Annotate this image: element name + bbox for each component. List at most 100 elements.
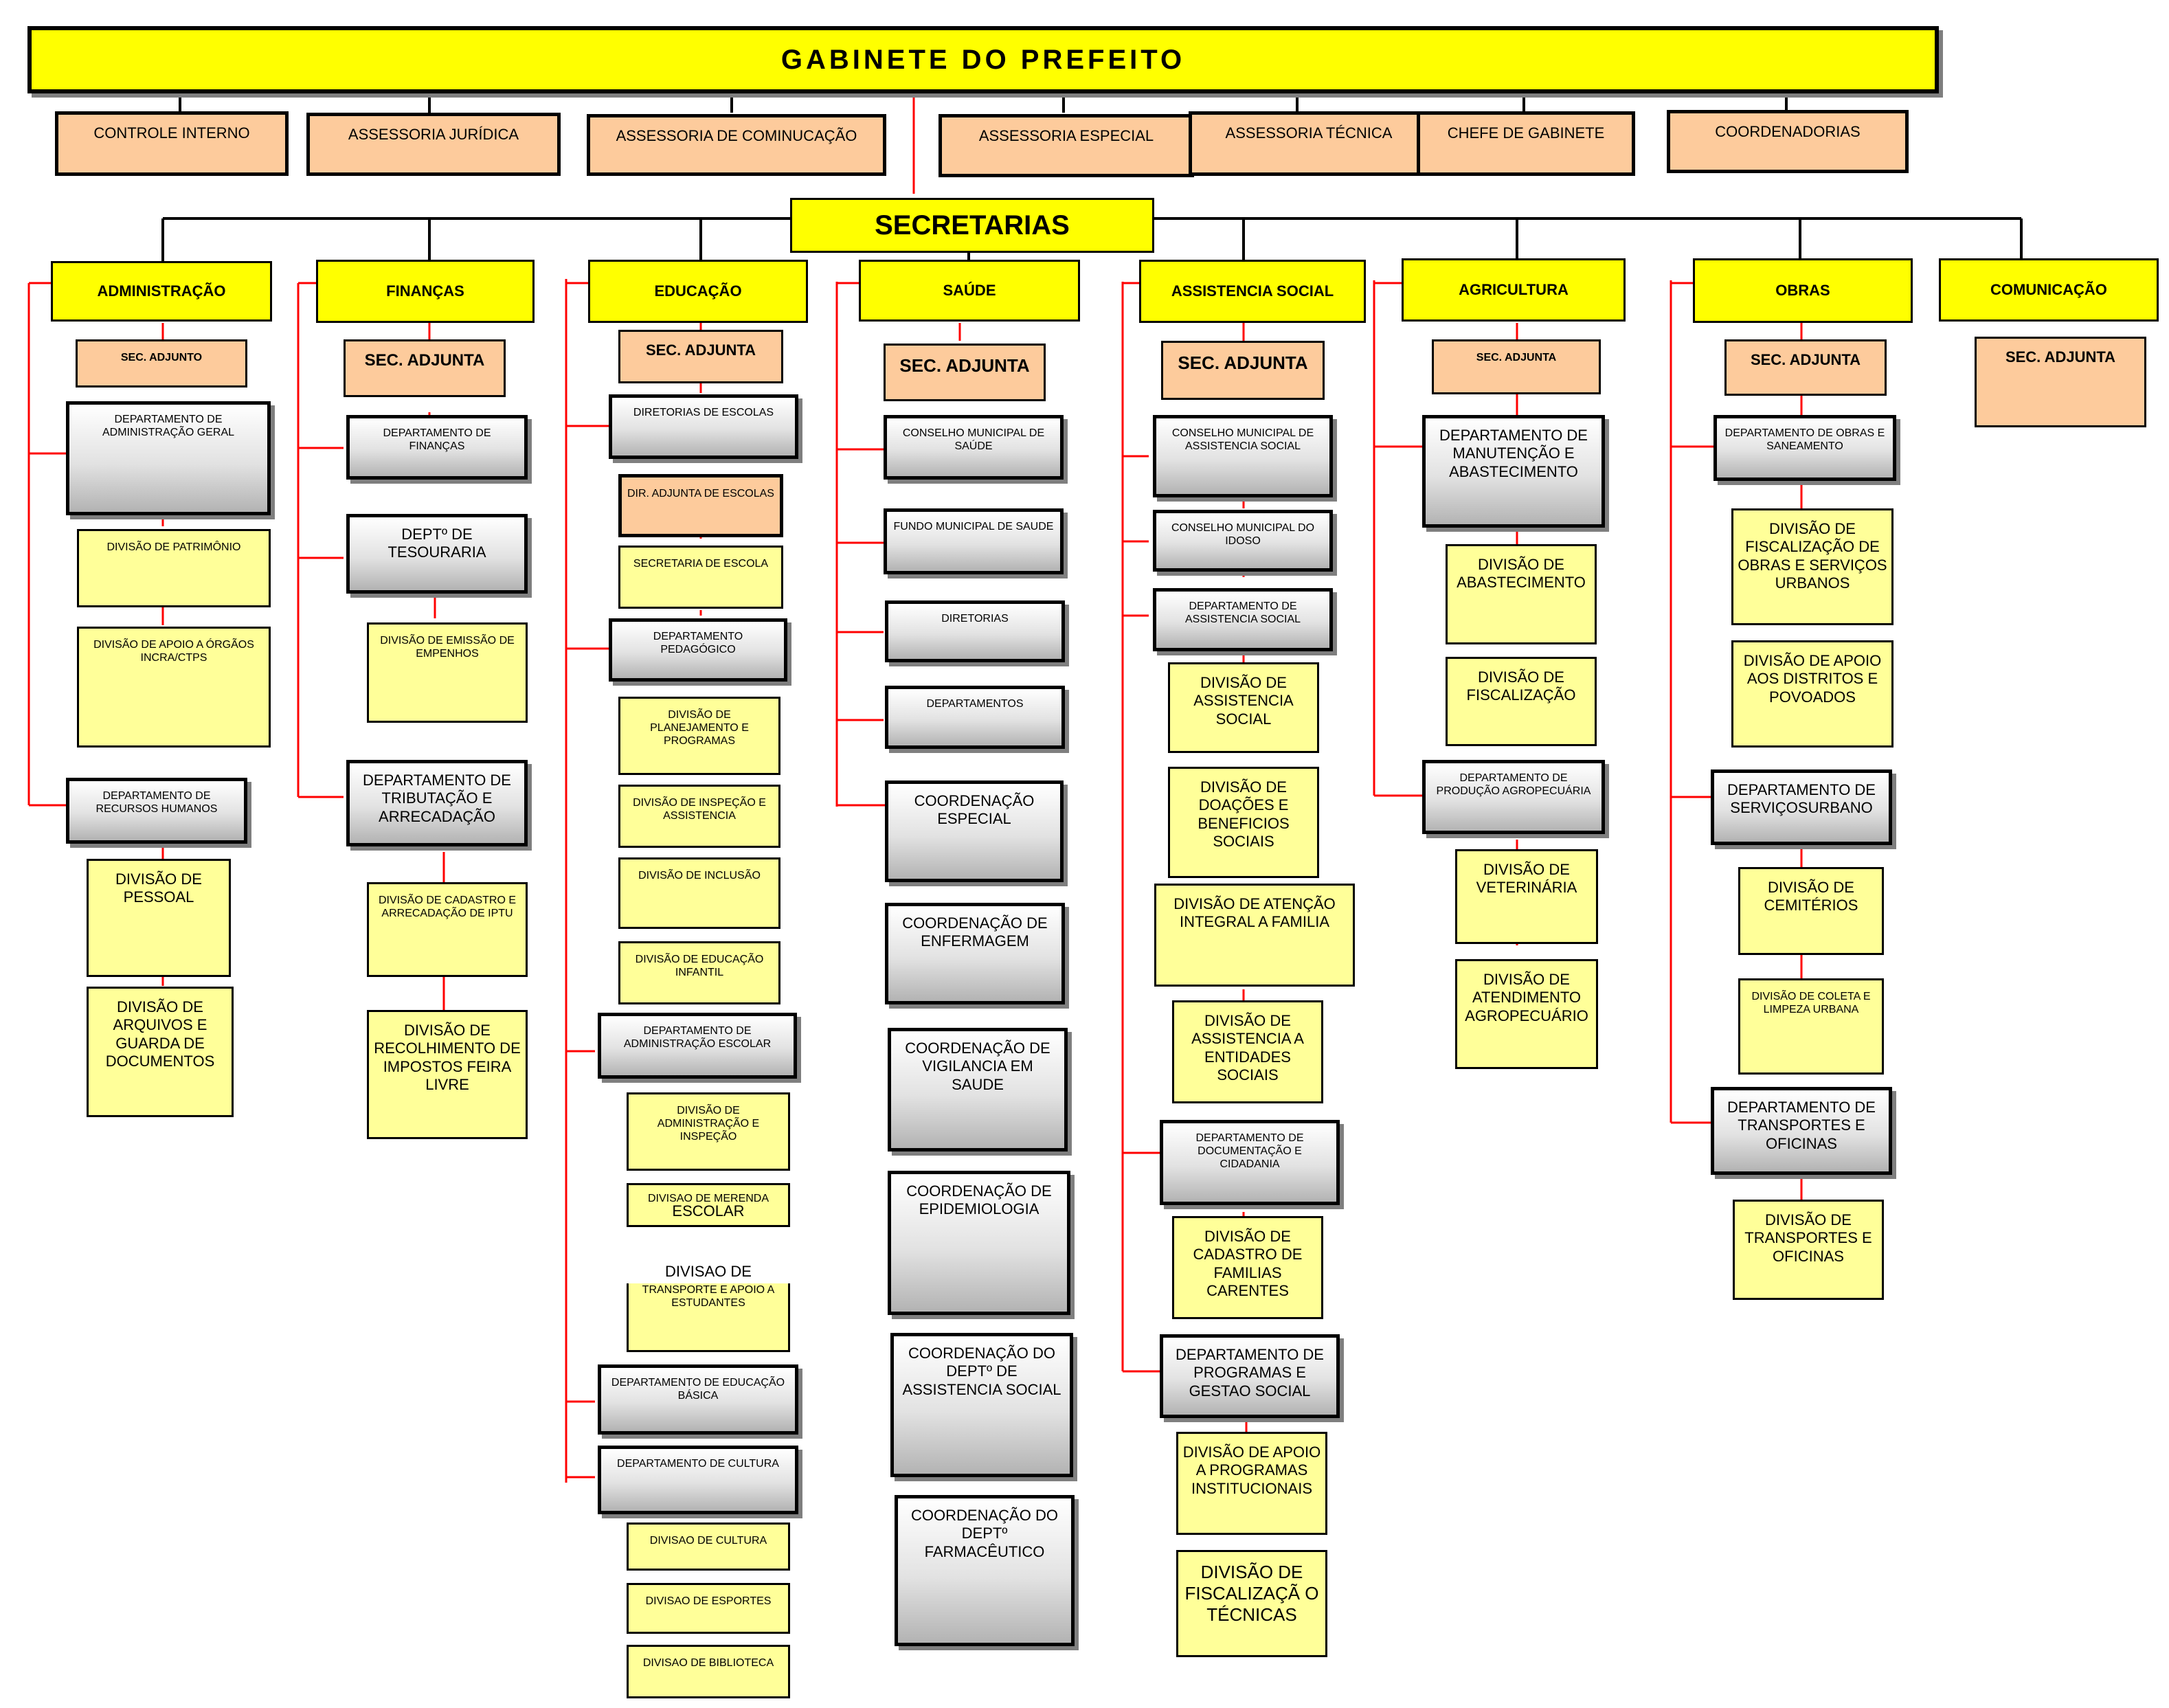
secretaria-2-unit-2-label: SECRETARIA DE ESCOLA xyxy=(633,558,769,570)
secretaria-3-unit-0-label: CONSELHO MUNICIPAL DE SAÚDE xyxy=(902,427,1045,453)
secretaria-4-unit-8-label: DIVISÃO DE CADASTRO DE FAMILIAS CARENTES xyxy=(1193,1228,1303,1300)
secretaria-5-unit-5-label: DIVISÃO DE ATENDIMENTO AGROPECUÁRIO xyxy=(1465,971,1588,1024)
secretaria-6-adjunta: SEC. ADJUNTA xyxy=(1724,339,1887,396)
secretaria-5-unit-3: DEPARTAMENTO DE PRODUÇÃO AGROPECUÁRIA xyxy=(1422,760,1605,834)
secretaria-2-unit-1-label: DIR. ADJUNTA DE ESCOLAS xyxy=(627,488,774,499)
secretaria-4-unit-2: DEPARTAMENTO DE ASSISTENCIA SOCIAL xyxy=(1153,588,1333,651)
secretaria-3-unit-0: CONSELHO MUNICIPAL DE SAÚDE xyxy=(884,415,1064,480)
assessoria-5-label: CHEFE DE GABINETE xyxy=(1447,124,1605,142)
secretaria-2-unit-11: ESCOLAR xyxy=(627,1202,790,1227)
secretarias-header-label: SECRETARIAS xyxy=(875,210,1070,240)
secretaria-2-unit-10: DIVISAO DE MERENDA xyxy=(627,1183,790,1227)
secretarias-header: SECRETARIAS xyxy=(790,198,1154,253)
secretaria-5-unit-0-label: DEPARTAMENTO DE MANUTENÇÃO E ABASTECIMEN… xyxy=(1439,427,1588,480)
assessoria-5: CHEFE DE GABINETE xyxy=(1417,111,1635,176)
secretaria-2-unit-4: DIVISÃO DE PLANEJAMENTO E PROGRAMAS xyxy=(618,697,780,775)
secretaria-1-unit-2-label: DIVISÃO DE EMISSÃO DE EMPENHOS xyxy=(380,635,515,660)
secretaria-2-unit-6-label: DIVISÃO DE INCLUSÃO xyxy=(638,870,761,881)
secretaria-4-unit-6-label: DIVISÃO DE ASSISTENCIA A ENTIDADES SOCIA… xyxy=(1191,1012,1304,1084)
secretaria-2-unit-16: DIVISAO DE CULTURA xyxy=(627,1522,790,1571)
secretaria-4-header-label: ASSISTENCIA SOCIAL xyxy=(1171,282,1334,300)
secretaria-4-unit-0-label: CONSELHO MUNICIPAL DE ASSISTENCIA SOCIAL xyxy=(1171,427,1314,453)
secretaria-6-unit-7: DIVISÃO DE TRANSPORTES E OFICINAS xyxy=(1733,1200,1884,1300)
secretaria-2-unit-14-label: DEPARTAMENTO DE EDUCAÇÃO BÁSICA xyxy=(611,1377,785,1402)
secretaria-5-header: AGRICULTURA xyxy=(1402,258,1626,322)
secretaria-2-unit-7: DIVISÃO DE EDUCAÇÃO INFANTIL xyxy=(618,941,780,1004)
secretaria-0-header: ADMINISTRAÇÃO xyxy=(51,261,272,322)
secretaria-5-adjunta-label: SEC. ADJUNTA xyxy=(1476,352,1557,363)
secretaria-0-unit-1: DIVISÃO DE PATRIMÔNIO xyxy=(77,529,271,607)
secretaria-3-unit-9: COORDENAÇÃO DO DEPTº FARMACÊUTICO xyxy=(895,1495,1075,1646)
secretaria-0-unit-0-label: DEPARTAMENTO DE ADMINISTRAÇÃO GERAL xyxy=(102,414,235,439)
secretaria-5-header-label: AGRICULTURA xyxy=(1459,280,1569,298)
secretaria-4-unit-0: CONSELHO MUNICIPAL DE ASSISTENCIA SOCIAL xyxy=(1153,415,1333,497)
secretaria-6-header-label: OBRAS xyxy=(1775,281,1830,299)
secretaria-3-unit-1-label: FUNDO MUNICIPAL DE SAUDE xyxy=(893,521,1054,532)
secretaria-2-unit-5: DIVISÃO DE INSPEÇÃO E ASSISTENCIA xyxy=(618,785,780,848)
assessoria-6-label: COORDENADORIAS xyxy=(1715,123,1861,140)
secretaria-2-unit-10-label: DIVISAO DE MERENDA xyxy=(647,1193,769,1204)
secretaria-7-adjunta: SEC. ADJUNTA xyxy=(1975,337,2146,427)
secretaria-4-unit-10: DIVISÃO DE APOIO A PROGRAMAS INSTITUCION… xyxy=(1176,1432,1327,1535)
secretaria-5-unit-3-label: DEPARTAMENTO DE PRODUÇÃO AGROPECUÁRIA xyxy=(1436,772,1591,798)
secretaria-0-unit-1-label: DIVISÃO DE PATRIMÔNIO xyxy=(106,541,241,553)
secretaria-4-unit-4: DIVISÃO DE DOAÇÕES E BENEFICIOS SOCIAIS xyxy=(1168,767,1319,878)
secretaria-2-unit-0: DIRETORIAS DE ESCOLAS xyxy=(609,394,798,459)
secretaria-0-adjunta: SEC. ADJUNTO xyxy=(76,339,247,387)
secretaria-0-unit-3: DEPARTAMENTO DE RECURSOS HUMANOS xyxy=(66,778,247,844)
secretaria-6-unit-2-label: DIVISÃO DE APOIO AOS DISTRITOS E POVOADO… xyxy=(1743,652,1882,706)
secretaria-1-unit-3-label: DEPARTAMENTO DE TRIBUTAÇÃO E ARRECADAÇÃO xyxy=(363,772,511,825)
secretaria-2-unit-9: DIVISÃO DE ADMINISTRAÇÃO E INSPEÇÃO xyxy=(627,1092,790,1171)
assessoria-3: ASSESSORIA ESPECIAL xyxy=(939,114,1194,177)
page-title-label: GABINETE DO PREFEITO xyxy=(780,45,1186,75)
secretaria-0-unit-4: DIVISÃO DE PESSOAL xyxy=(87,859,231,977)
secretaria-1-unit-5-label: DIVISÃO DE RECOLHIMENTO DE IMPOSTOS FEIR… xyxy=(374,1022,521,1094)
secretaria-5-unit-0: DEPARTAMENTO DE MANUTENÇÃO E ABASTECIMEN… xyxy=(1422,415,1605,528)
secretaria-6-unit-5-label: DIVISÃO DE COLETA E LIMPEZA URBANA xyxy=(1751,991,1871,1016)
assessoria-3-label: ASSESSORIA ESPECIAL xyxy=(978,127,1154,144)
secretaria-5-unit-2: DIVISÃO DE FISCALIZAÇÃO xyxy=(1446,657,1597,746)
secretaria-3-unit-1: FUNDO MUNICIPAL DE SAUDE xyxy=(884,508,1064,574)
secretaria-2-adjunta: SEC. ADJUNTA xyxy=(618,330,783,383)
secretaria-1-unit-5: DIVISÃO DE RECOLHIMENTO DE IMPOSTOS FEIR… xyxy=(367,1010,528,1139)
secretaria-3-unit-7-label: COORDENAÇÃO DE EPIDEMIOLOGIA xyxy=(906,1182,1052,1218)
secretaria-6-unit-3: DEPARTAMENTO DE SERVIÇOSURBANO xyxy=(1711,769,1892,845)
secretaria-3-unit-6-label: COORDENAÇÃO DE VIGILANCIA EM SAUDE xyxy=(905,1040,1050,1093)
assessoria-1: ASSESSORIA JURÍDICA xyxy=(306,113,561,176)
secretaria-6-unit-6: DEPARTAMENTO DE TRANSPORTES E OFICINAS xyxy=(1711,1087,1892,1175)
secretaria-2-unit-18-label: DIVISAO DE BIBLIOTECA xyxy=(642,1657,774,1669)
secretaria-6-unit-3-label: DEPARTAMENTO DE SERVIÇOSURBANO xyxy=(1727,781,1876,817)
secretaria-1-unit-0-label: DEPARTAMENTO DE FINANÇAS xyxy=(383,427,491,453)
secretaria-1-unit-4-label: DIVISÃO DE CADASTRO E ARRECADAÇÃO DE IPT… xyxy=(378,895,517,920)
secretaria-0-unit-0: DEPARTAMENTO DE ADMINISTRAÇÃO GERAL xyxy=(66,401,271,515)
secretaria-1-unit-3: DEPARTAMENTO DE TRIBUTAÇÃO E ARRECADAÇÃO xyxy=(346,760,528,846)
secretaria-1-unit-1-label: DEPTº DE TESOURARIA xyxy=(387,526,486,561)
secretaria-2-unit-15: DEPARTAMENTO DE CULTURA xyxy=(598,1446,798,1514)
secretaria-2-unit-13: TRANSPORTE E APOIO A ESTUDANTES xyxy=(627,1283,790,1352)
secretaria-1-unit-4: DIVISÃO DE CADASTRO E ARRECADAÇÃO DE IPT… xyxy=(367,882,528,977)
secretaria-4-unit-8: DIVISÃO DE CADASTRO DE FAMILIAS CARENTES xyxy=(1172,1216,1323,1319)
secretaria-5-adjunta: SEC. ADJUNTA xyxy=(1432,339,1601,394)
secretaria-4-unit-2-label: DEPARTAMENTO DE ASSISTENCIA SOCIAL xyxy=(1184,600,1301,626)
secretaria-2-unit-7-label: DIVISÃO DE EDUCAÇÃO INFANTIL xyxy=(635,954,764,979)
secretaria-3-unit-9-label: COORDENAÇÃO DO DEPTº FARMACÊUTICO xyxy=(911,1507,1058,1560)
secretaria-1-unit-0: DEPARTAMENTO DE FINANÇAS xyxy=(346,415,528,480)
secretaria-2-unit-6: DIVISÃO DE INCLUSÃO xyxy=(618,857,780,929)
secretaria-4-unit-11: DIVISÃO DE FISCALIZAÇÃ O TÉCNICAS xyxy=(1176,1550,1327,1657)
secretaria-3-adjunta-label: SEC. ADJUNTA xyxy=(899,355,1030,376)
secretaria-2-unit-8-label: DEPARTAMENTO DE ADMINISTRAÇÃO ESCOLAR xyxy=(623,1025,772,1050)
secretaria-3-unit-3-label: DEPARTAMENTOS xyxy=(926,698,1024,710)
secretaria-4-unit-9-label: DEPARTAMENTO DE PROGRAMAS E GESTAO SOCIA… xyxy=(1176,1346,1324,1400)
secretaria-6-unit-2: DIVISÃO DE APOIO AOS DISTRITOS E POVOADO… xyxy=(1731,640,1893,748)
secretaria-4-unit-11-label: DIVISÃO DE FISCALIZAÇÃ O TÉCNICAS xyxy=(1184,1562,1319,1626)
secretaria-6-unit-1-label: DIVISÃO DE FISCALIZAÇÃO DE OBRAS E SERVI… xyxy=(1738,520,1887,592)
assessoria-0-label: CONTROLE INTERNO xyxy=(93,124,250,142)
secretaria-4-unit-6: DIVISÃO DE ASSISTENCIA A ENTIDADES SOCIA… xyxy=(1172,1000,1323,1103)
secretaria-1-adjunta-label: SEC. ADJUNTA xyxy=(364,351,485,370)
secretaria-3-adjunta: SEC. ADJUNTA xyxy=(884,344,1046,401)
secretaria-6-unit-7-label: DIVISÃO DE TRANSPORTES E OFICINAS xyxy=(1744,1211,1872,1265)
secretaria-6-adjunta-label: SEC. ADJUNTA xyxy=(1750,351,1861,368)
secretaria-4-unit-3-label: DIVISÃO DE ASSISTENCIA SOCIAL xyxy=(1193,674,1294,728)
secretaria-0-unit-5-label: DIVISÃO DE ARQUIVOS E GUARDA DE DOCUMENT… xyxy=(105,998,215,1070)
secretaria-4-unit-4-label: DIVISÃO DE DOAÇÕES E BENEFICIOS SOCIAIS xyxy=(1198,778,1290,851)
